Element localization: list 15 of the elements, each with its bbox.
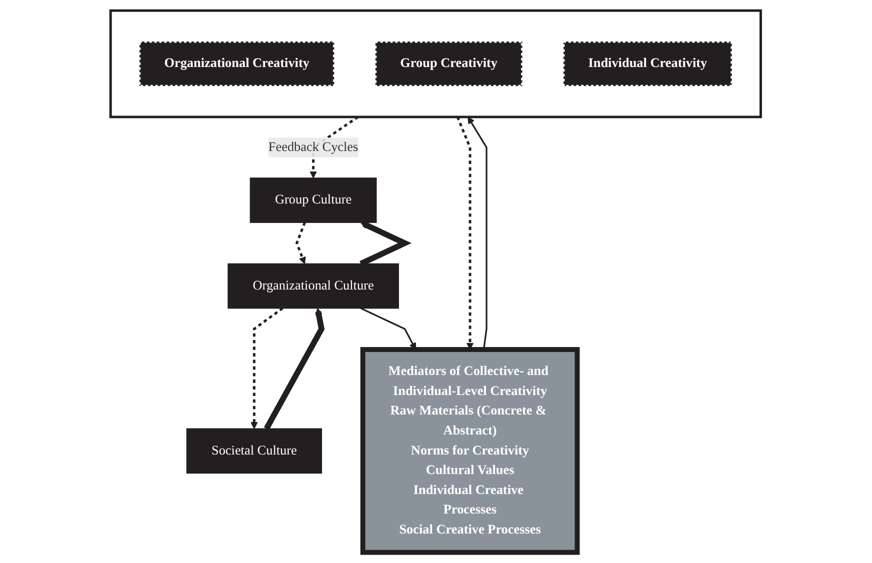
cluster bbox=[110, 9, 762, 118]
arrow bbox=[264, 308, 325, 430]
node-box: Individual Creativity bbox=[562, 40, 734, 88]
arrow bbox=[468, 116, 488, 350]
node-box: Mediators of Collective- and Individual-Level Creativity Raw Materials (Concrete & Abstract) Norms for Creativity Cultural Values Individual Creative Processes Social Creative Processes bbox=[360, 347, 580, 555]
arrow bbox=[250, 307, 284, 430]
node-box: Organizational Culture bbox=[228, 263, 400, 309]
node-box: Group Culture bbox=[250, 178, 378, 223]
arrow bbox=[360, 308, 416, 350]
node-box: Societal Culture bbox=[186, 428, 322, 474]
edge-label: Feedback Cycles bbox=[268, 140, 359, 154]
arrow bbox=[296, 222, 306, 264]
node-box: Organizational Creativity bbox=[138, 40, 336, 88]
node-box: Group Creativity bbox=[374, 40, 524, 88]
arrow bbox=[456, 116, 474, 350]
